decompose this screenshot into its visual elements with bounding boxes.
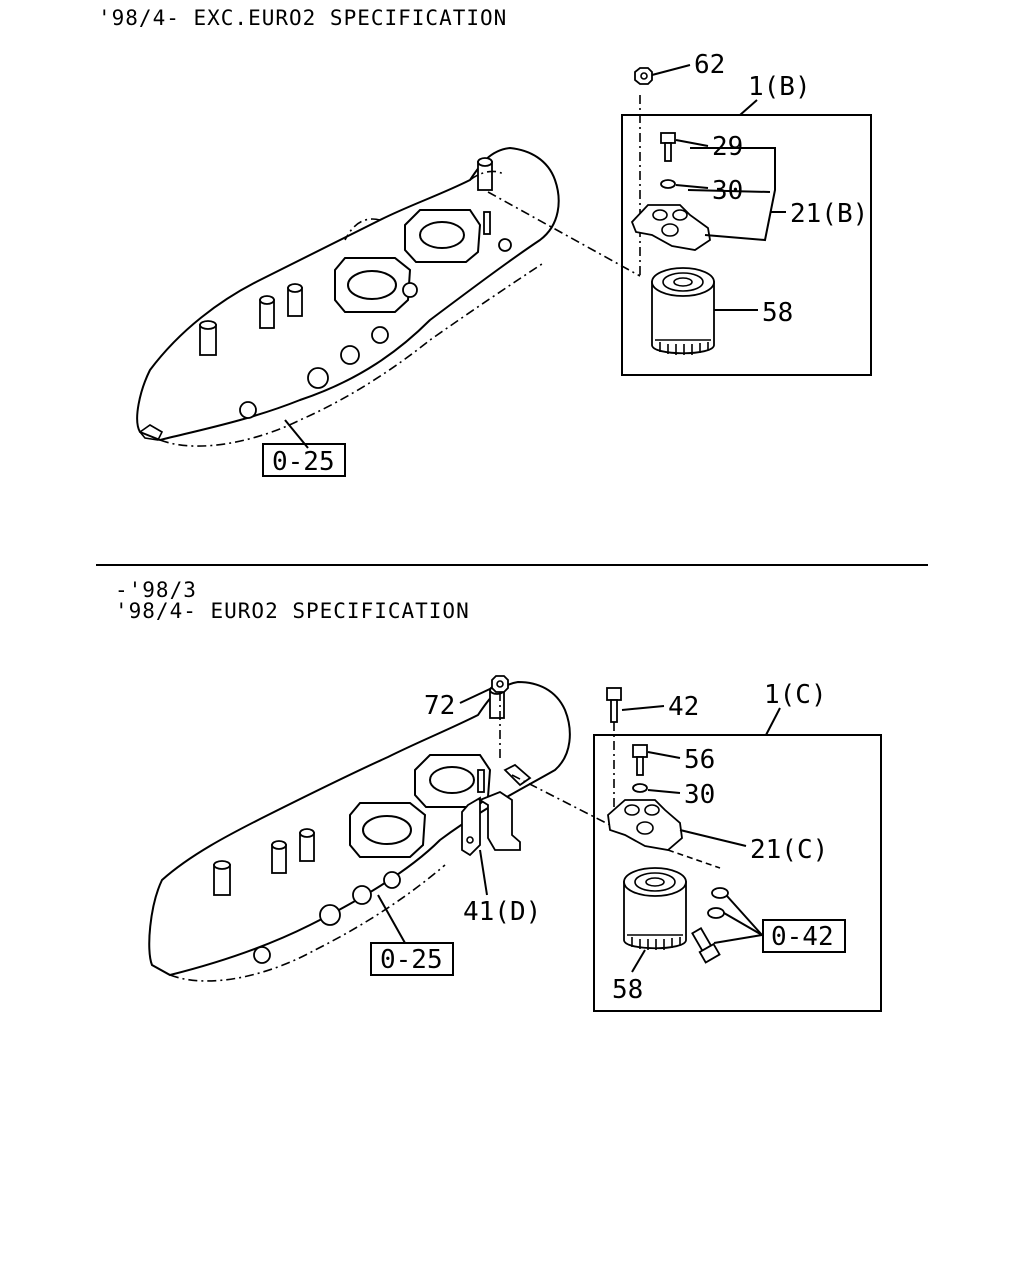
bottom-assembly-label: 1(C)	[764, 680, 827, 710]
bottom-label-56: 56	[684, 745, 715, 775]
oil-filter-bottom	[623, 867, 687, 950]
exhaust-manifold-top	[136, 146, 560, 447]
bottom-section: -'98/3 '98/4- EURO2 SPECIFICATION	[115, 578, 882, 1012]
bottom-ref-0-42: 0-42	[771, 922, 834, 952]
nut-72	[491, 675, 509, 693]
assembly-box-1b	[621, 114, 872, 376]
top-label-62: 62	[694, 50, 725, 80]
bottom-label-58: 58	[612, 975, 643, 1005]
bottom-label-21c: 21(C)	[750, 835, 828, 865]
top-ref-manifold: 0-25	[272, 447, 335, 477]
bottom-label-72: 72	[424, 691, 455, 721]
bottom-label-41d: 41(D)	[463, 897, 541, 927]
drain-parts-0-42	[691, 887, 729, 964]
oil-filter-top	[651, 267, 715, 355]
bottom-label-30: 30	[684, 780, 715, 810]
stay-41d	[461, 763, 532, 857]
exhaust-manifold-bottom	[148, 680, 571, 982]
bottom-header-line1: -'98/3	[115, 578, 197, 602]
top-header: '98/4- EXC.EURO2 SPECIFICATION	[98, 6, 507, 30]
washer-30-bottom	[632, 783, 648, 793]
bolt-56	[632, 744, 648, 776]
bracket-21c	[607, 799, 683, 851]
bottom-header-line2: '98/4- EURO2 SPECIFICATION	[115, 599, 470, 623]
bolt-42	[606, 687, 622, 723]
top-label-21b: 21(B)	[790, 199, 868, 229]
bolt-29	[660, 132, 676, 162]
top-label-58: 58	[762, 298, 793, 328]
nut-62	[634, 67, 653, 85]
bracket-21b	[630, 204, 711, 251]
washer-30	[660, 179, 676, 189]
top-assembly-label: 1(B)	[748, 72, 811, 102]
bottom-ref-manifold: 0-25	[380, 945, 443, 975]
top-section: '98/4- EXC.EURO2 SPECIFICATION	[98, 6, 872, 477]
bottom-label-42: 42	[668, 692, 699, 722]
assembly-box-1c	[593, 734, 882, 1012]
